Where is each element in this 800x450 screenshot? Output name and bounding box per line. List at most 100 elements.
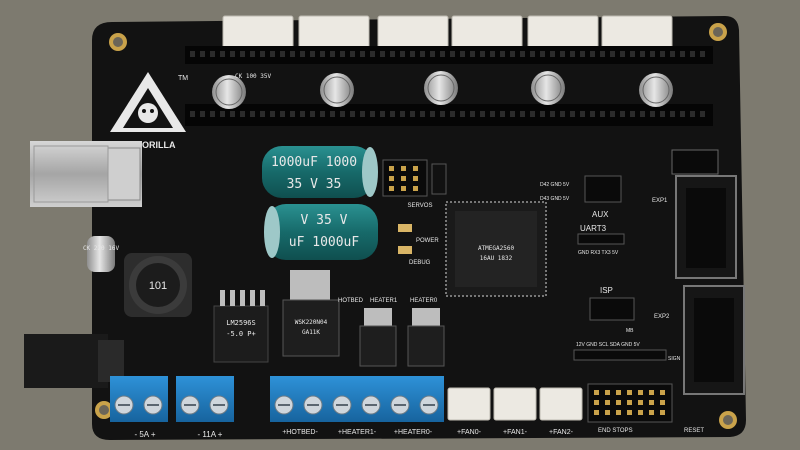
endstop-pin (638, 410, 643, 415)
screw-slot (184, 404, 196, 406)
i2c-pins-label: 12V GND SCL SDA GND 5V (576, 342, 640, 348)
rail-hole (330, 111, 335, 117)
endstop-pin (594, 390, 599, 395)
rail-hole (560, 51, 565, 57)
rail-hole (340, 111, 345, 117)
rail-hole (700, 51, 705, 57)
rail-hole (290, 111, 295, 117)
exp1-label: EXP1 (652, 198, 668, 204)
endstop-pin (638, 390, 643, 395)
terminal-labels: - 5A + - 11A + +HOTBED- +HEATER1- +HEATE… (134, 429, 573, 439)
label-5a: - 5A + (134, 430, 155, 439)
rail-hole (250, 111, 255, 117)
mosfet-big-label2: WSK220N04 (295, 319, 328, 326)
label-fan1: +FAN1- (503, 429, 528, 436)
rail-hole (660, 51, 665, 57)
rail-hole (270, 51, 275, 57)
trademark-label: TM (178, 75, 188, 82)
label-heater0: +HEATER0- (394, 429, 433, 436)
rail-hole (570, 111, 575, 117)
rail-hole (420, 111, 425, 117)
endstop-pin (660, 410, 665, 415)
rail-hole (220, 51, 225, 57)
rail-hole (280, 51, 285, 57)
driver-cap-label-1: CK 100 35V (235, 73, 272, 80)
inductor: 101 (124, 253, 192, 317)
rail-hole (700, 111, 705, 117)
rail-hole (420, 51, 425, 57)
rail-hole (290, 51, 295, 57)
heater0-top-label: HEATER0 (410, 298, 438, 304)
endstop-pin (627, 390, 632, 395)
small-cap-label: CK 220 16V (83, 245, 120, 252)
rail-hole (310, 111, 315, 117)
rail-hole (530, 111, 535, 117)
servo-header: SERVOS (382, 159, 447, 209)
end-stops-label: END STOPS (598, 428, 633, 434)
rail-hole (580, 111, 585, 117)
voltage-regulator: LM2596S -5.0 P+ (213, 290, 269, 363)
rail-hole (670, 51, 675, 57)
rail-hole (330, 51, 335, 57)
mounting-holes (95, 23, 737, 429)
rail-hole (590, 111, 595, 117)
rail-hole (610, 51, 615, 57)
rail-hole (200, 51, 205, 57)
servos-label: SERVOS (408, 203, 433, 209)
rail-hole (350, 111, 355, 117)
mosfet-heater0: HEATER0 (407, 298, 445, 367)
rail-hole (520, 111, 525, 117)
sign-label: SIGN (668, 356, 681, 362)
isp-label: ISP (600, 286, 613, 295)
exp2-label: EXP2 (654, 314, 670, 320)
rail-hole (270, 111, 275, 117)
endstop-pin (605, 410, 610, 415)
rail-hole (220, 111, 225, 117)
rail-hole (560, 111, 565, 117)
rail-hole (190, 111, 195, 117)
regulator-line2: -5.0 P+ (226, 330, 256, 338)
endstop-pin (627, 410, 632, 415)
rail-hole (440, 51, 445, 57)
small-capacitor-left: CK 220 16V (83, 236, 120, 272)
rail-hole (240, 111, 245, 117)
rail-hole (470, 111, 475, 117)
fan-connectors (447, 387, 583, 421)
rail-hole (690, 51, 695, 57)
rail-hole (630, 111, 635, 117)
rail-hole (600, 111, 605, 117)
rail-hole (580, 51, 585, 57)
screw-slot (336, 404, 348, 406)
rail-hole (360, 51, 365, 57)
rail-hole (380, 111, 385, 117)
mcu-label-bottom: 16AU 1832 (480, 255, 513, 262)
rail-hole (430, 111, 435, 117)
d43-label: D43 GND 5V (540, 196, 570, 202)
rail-hole (300, 111, 305, 117)
rail-hole (510, 51, 515, 57)
d42-label: D42 GND 5V (540, 182, 570, 188)
label-fan2: +FAN2- (549, 429, 574, 436)
isp-header: ISP MB (589, 286, 635, 334)
bulk-capacitor-bottom: V 35 V uF 1000uF (264, 204, 378, 260)
rail-hole (680, 111, 685, 117)
rail-hole (550, 51, 555, 57)
rail-hole (690, 111, 695, 117)
rail-hole (230, 111, 235, 117)
endstop-pin (616, 410, 621, 415)
label-11a: - 11A + (198, 430, 223, 439)
rail-hole (490, 111, 495, 117)
rail-hole (470, 51, 475, 57)
rail-hole (650, 111, 655, 117)
endstop-pin (660, 390, 665, 395)
label-hotbed: +HOTBED- (282, 429, 318, 436)
rail-hole (260, 111, 265, 117)
rail-hole (320, 51, 325, 57)
rail-hole (440, 111, 445, 117)
rail-hole (410, 51, 415, 57)
rail-hole (350, 51, 355, 57)
rail-hole (190, 51, 195, 57)
exp2-header: EXP2 (654, 285, 745, 395)
heater1-top-label: HEATER1 (370, 298, 398, 304)
mcu-label-top: ATMEGA2560 (478, 245, 515, 252)
